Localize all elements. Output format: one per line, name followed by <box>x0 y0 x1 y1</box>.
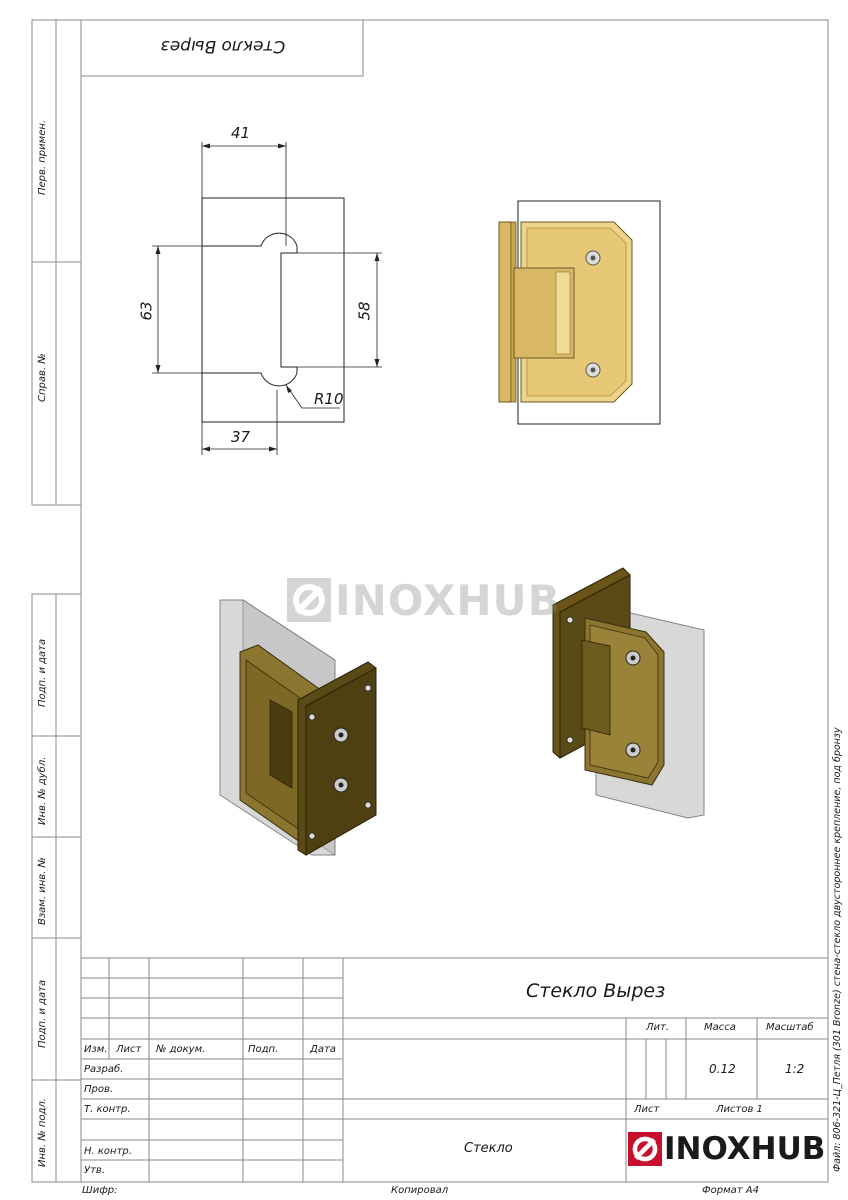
scale-label: Масштаб <box>766 1022 814 1033</box>
side-label-podp-data-1: Подп. и дата <box>37 638 48 707</box>
dim-58: 58 <box>355 301 374 321</box>
side-label-vzam-inv: Взам. инв. № <box>37 857 48 925</box>
side-label-inv-dubl: Инв. № дубл. <box>37 756 48 825</box>
lit-label: Лит. <box>646 1022 670 1033</box>
watermark: INOXHUB <box>287 575 561 625</box>
material-label: Стекло <box>464 1141 513 1156</box>
dim-r10: R10 <box>314 390 344 408</box>
footer-copied: Копировал <box>391 1185 449 1196</box>
footer-file-note: Файл: 806-321-Ц_Петля (301 Bronze) стена… <box>832 727 843 1172</box>
row-prov: Пров. <box>84 1084 114 1095</box>
side-label-sprav-no: Справ. № <box>37 353 48 402</box>
company-logo: INOXHUB <box>628 1130 825 1168</box>
drawing-title: Стекло Вырез <box>526 980 666 1002</box>
dim-37: 37 <box>231 428 251 446</box>
footer-format: Формат А4 <box>702 1185 759 1196</box>
dimension-lines <box>152 142 382 455</box>
title-block-grid <box>81 957 828 1182</box>
col-podp: Подп. <box>248 1044 279 1055</box>
side-label-inv-podl: Инв. № подл. <box>37 1098 48 1167</box>
mass-label: Масса <box>704 1022 736 1033</box>
dim-63: 63 <box>137 301 156 321</box>
hinge-iso-left <box>219 599 377 856</box>
row-nkontr: Н. контр. <box>84 1146 132 1157</box>
hinge-iso-right <box>552 567 705 819</box>
row-tkontr: Т. контр. <box>84 1104 131 1115</box>
inoxhub-watermark-logo-icon <box>287 578 331 622</box>
sheet-label: Лист <box>634 1104 660 1115</box>
side-label-perv-primen: Перв. примен. <box>37 119 48 195</box>
col-doc: № докум. <box>156 1044 206 1055</box>
inoxhub-logo-icon <box>628 1132 662 1166</box>
glass-cutout-drawing <box>201 197 345 423</box>
col-list: Лист <box>116 1044 142 1055</box>
sheets-label: Листов 1 <box>716 1104 763 1115</box>
watermark-text: INOXHUB <box>335 575 561 625</box>
dimension-arrows <box>155 143 380 452</box>
scale-value: 1:2 <box>785 1062 805 1076</box>
top-label: Стекло Вырез <box>160 36 286 56</box>
side-label-podp-data-2: Подп. и дата <box>37 979 48 1048</box>
col-izm: Изм. <box>84 1044 108 1055</box>
dim-41: 41 <box>231 124 251 142</box>
top-label-box <box>80 19 364 77</box>
mass-value: 0.12 <box>709 1062 736 1076</box>
hinge-front-view <box>498 200 661 425</box>
logo-text: INOXHUB <box>664 1131 826 1167</box>
row-razrab: Разраб. <box>84 1064 124 1075</box>
footer-code: Шифр: <box>82 1185 118 1196</box>
side-strip-grid <box>31 19 82 1183</box>
row-utv: Утв. <box>84 1165 105 1176</box>
col-data: Дата <box>310 1044 336 1055</box>
